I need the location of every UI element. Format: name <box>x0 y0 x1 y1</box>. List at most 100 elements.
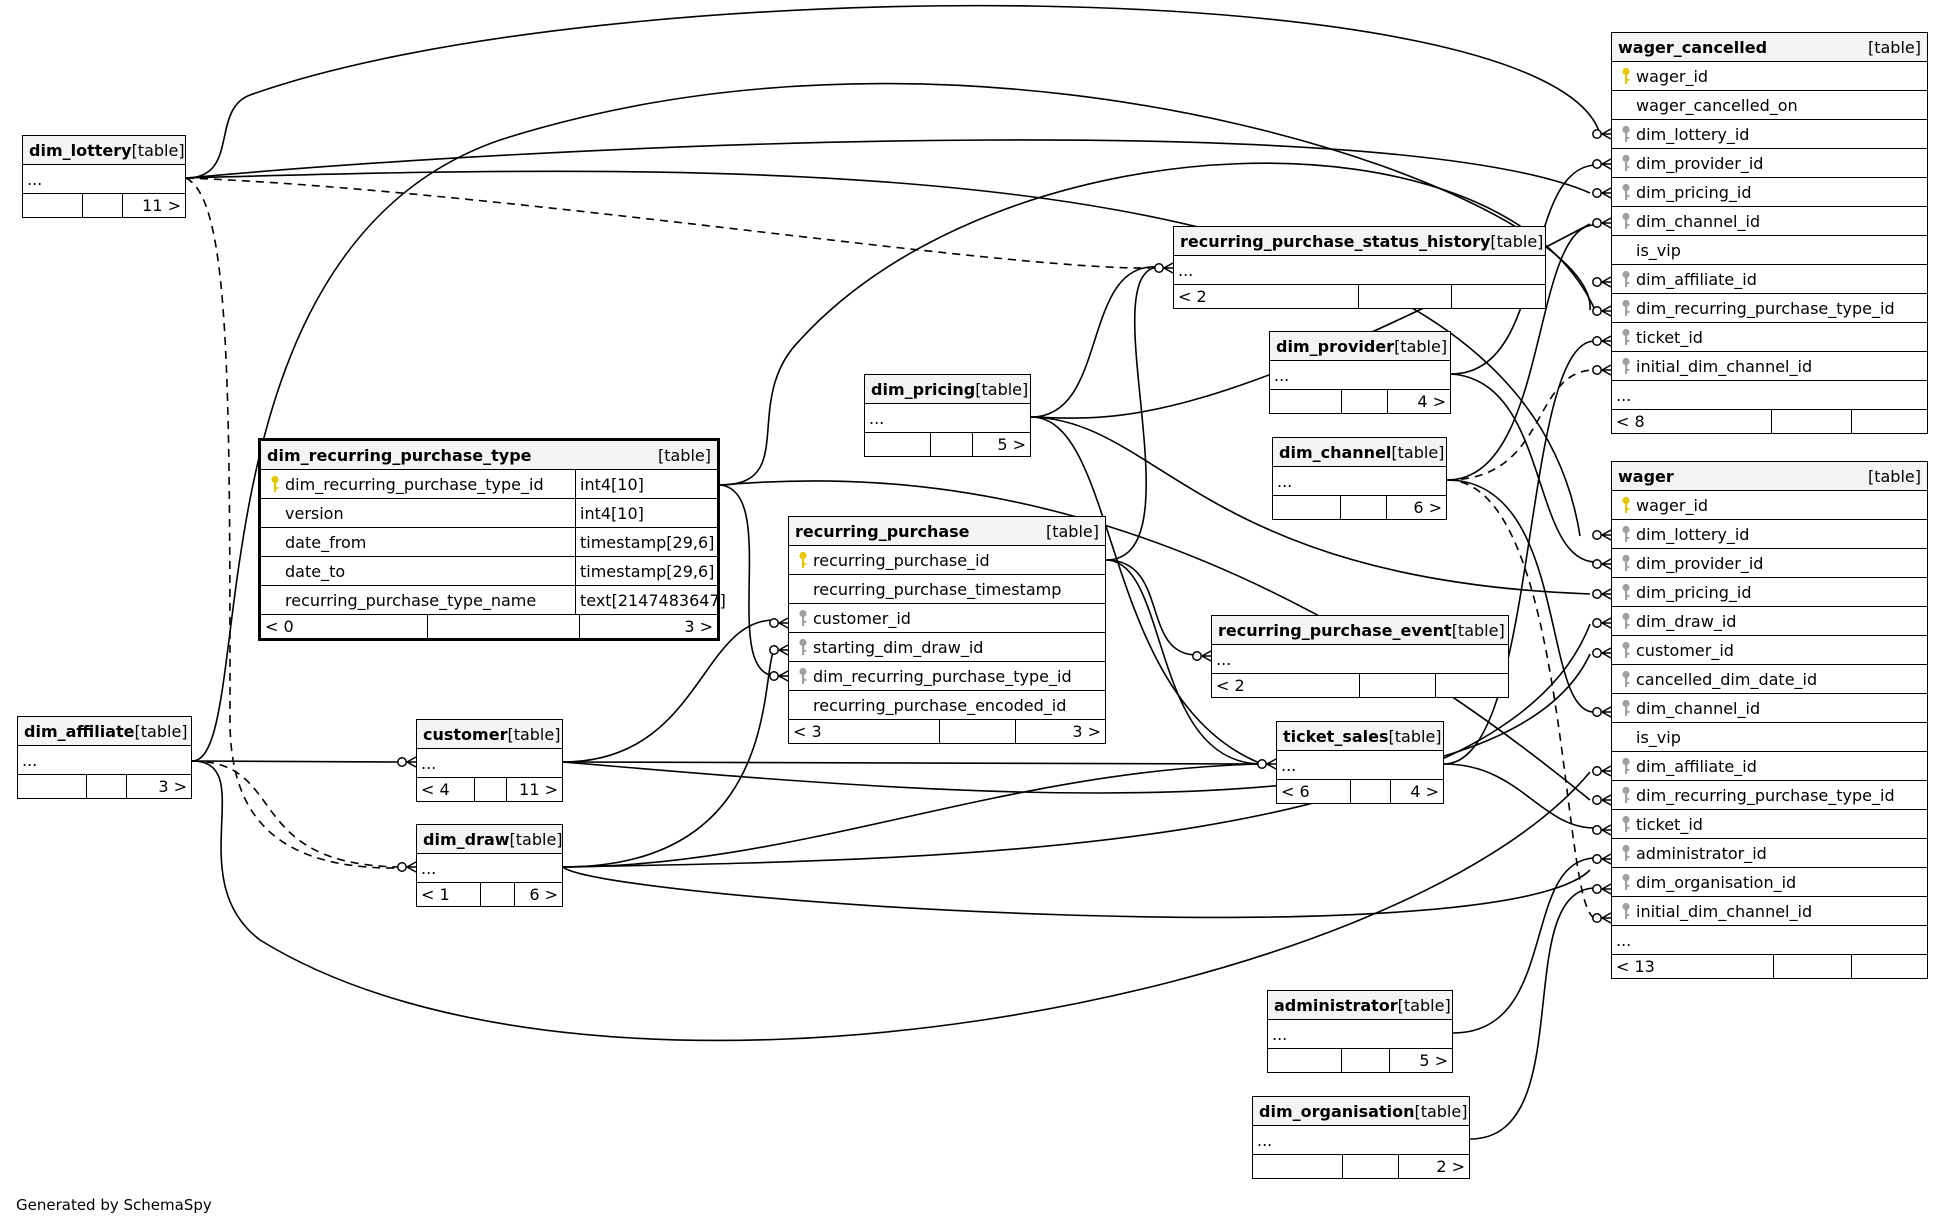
table-header[interactable]: dim_draw [table] <box>417 825 563 854</box>
table-dim-draw[interactable]: dim_draw [table] ... < 1 6 > <box>416 824 563 907</box>
column-row[interactable]: dim_recurring_purchase_type_id <box>789 662 1105 691</box>
column-row[interactable]: date_to timestamp[29,6] <box>261 557 717 586</box>
column-row[interactable]: initial_dim_channel_id <box>1612 897 1927 926</box>
parents-count[interactable]: < 3 <box>789 720 940 743</box>
column-row[interactable]: ... <box>1174 256 1545 285</box>
column-row[interactable]: ... <box>1277 751 1443 780</box>
table-header[interactable]: recurring_purchase [table] <box>789 517 1105 546</box>
column-row[interactable]: dim_recurring_purchase_type_id <box>1612 294 1927 323</box>
parents-count[interactable]: < 4 <box>417 778 475 801</box>
column-row[interactable]: customer_id <box>789 604 1105 633</box>
parents-count[interactable]: < 13 <box>1612 955 1774 978</box>
column-row[interactable]: dim_lottery_id <box>1612 520 1927 549</box>
children-count[interactable]: 5 > <box>1419 1051 1448 1070</box>
table-dim-lottery[interactable]: dim_lottery [table] ... 11 > <box>22 135 186 218</box>
table-header[interactable]: dim_organisation [table] <box>1253 1097 1469 1126</box>
column-row[interactable]: ticket_id <box>1612 323 1927 352</box>
table-customer[interactable]: customer [table] ... < 4 11 > <box>416 719 563 802</box>
parents-count[interactable] <box>1253 1155 1343 1178</box>
children-count[interactable] <box>1452 285 1545 308</box>
children-count[interactable] <box>1852 410 1927 433</box>
parents-count[interactable] <box>865 433 931 456</box>
parents-count[interactable]: < 1 <box>417 883 481 906</box>
table-wager[interactable]: wager [table] wager_id dim_lottery_id di <box>1611 461 1928 979</box>
children-count[interactable]: 3 > <box>158 777 187 796</box>
parents-count[interactable]: < 2 <box>1174 285 1359 308</box>
column-row[interactable]: version int4[10] <box>261 499 717 528</box>
column-row[interactable]: ... <box>1612 926 1927 955</box>
parents-count[interactable]: < 6 <box>1277 780 1351 803</box>
children-count[interactable]: 6 > <box>529 885 558 904</box>
column-row[interactable]: ... <box>1253 1126 1469 1155</box>
column-row[interactable]: ... <box>1270 361 1450 390</box>
table-recurring-purchase-status-history[interactable]: recurring_purchase_status_history [table… <box>1173 226 1546 309</box>
parents-count[interactable]: < 8 <box>1612 410 1772 433</box>
column-row[interactable]: is_vip <box>1612 236 1927 265</box>
table-header[interactable]: dim_channel [table] <box>1273 438 1446 467</box>
column-row[interactable]: date_from timestamp[29,6] <box>261 528 717 557</box>
table-header[interactable]: dim_pricing [table] <box>865 375 1030 404</box>
table-recurring-purchase-event[interactable]: recurring_purchase_event [table] ... < 2 <box>1211 615 1509 698</box>
table-header[interactable]: dim_affiliate [table] <box>18 717 191 746</box>
children-count[interactable]: 4 > <box>1410 782 1439 801</box>
column-row[interactable]: recurring_purchase_id <box>789 546 1105 575</box>
column-row[interactable]: ... <box>865 404 1030 433</box>
table-header[interactable]: recurring_purchase_status_history [table… <box>1174 227 1545 256</box>
parents-count[interactable] <box>1268 1049 1342 1072</box>
children-count[interactable]: 4 > <box>1417 392 1446 411</box>
column-row[interactable]: starting_dim_draw_id <box>789 633 1105 662</box>
table-wager-cancelled[interactable]: wager_cancelled [table] wager_id wager_c… <box>1611 32 1928 434</box>
parents-count[interactable] <box>23 194 83 217</box>
column-row[interactable]: ... <box>23 165 185 194</box>
table-dim-recurring-purchase-type[interactable]: dim_recurring_purchase_type [table] dim_… <box>258 438 726 641</box>
parents-count[interactable]: < 2 <box>1212 674 1360 697</box>
column-row[interactable]: cancelled_dim_date_id <box>1612 665 1927 694</box>
column-row[interactable]: recurring_purchase_timestamp <box>789 575 1105 604</box>
column-row[interactable]: dim_affiliate_id <box>1612 265 1927 294</box>
table-header[interactable]: dim_provider [table] <box>1270 332 1450 361</box>
column-row[interactable]: wager_cancelled_on <box>1612 91 1927 120</box>
parents-count[interactable] <box>1273 496 1341 519</box>
column-row[interactable]: dim_recurring_purchase_type_id <box>1612 781 1927 810</box>
children-count[interactable]: 3 > <box>1072 722 1101 741</box>
parents-count[interactable] <box>18 775 87 798</box>
children-count[interactable]: 3 > <box>684 617 713 636</box>
column-row[interactable]: ... <box>1268 1020 1452 1049</box>
children-count[interactable]: 2 > <box>1436 1157 1465 1176</box>
column-row[interactable]: dim_pricing_id <box>1612 578 1927 607</box>
column-row[interactable]: dim_pricing_id <box>1612 178 1927 207</box>
column-row[interactable]: wager_id <box>1612 62 1927 91</box>
column-row[interactable]: dim_organisation_id <box>1612 868 1927 897</box>
table-dim-affiliate[interactable]: dim_affiliate [table] ... 3 > <box>17 716 192 799</box>
column-row[interactable]: dim_channel_id <box>1612 207 1927 236</box>
column-row[interactable]: recurring_purchase_encoded_id <box>789 691 1105 720</box>
parents-count[interactable] <box>1270 390 1342 413</box>
table-ticket-sales[interactable]: ticket_sales [table] ... < 6 4 > <box>1276 721 1444 804</box>
parents-count[interactable]: < 0 <box>261 615 428 638</box>
children-count[interactable]: 5 > <box>997 435 1026 454</box>
column-row[interactable]: dim_draw_id <box>1612 607 1927 636</box>
children-count[interactable] <box>1852 955 1927 978</box>
column-row[interactable]: ticket_id <box>1612 810 1927 839</box>
column-row[interactable]: recurring_purchase_type_name text[214748… <box>261 586 726 615</box>
column-row[interactable]: ... <box>417 854 562 883</box>
column-row[interactable]: administrator_id <box>1612 839 1927 868</box>
table-header[interactable]: recurring_purchase_event [table] <box>1212 616 1508 645</box>
table-header[interactable]: administrator [table] <box>1268 991 1452 1020</box>
column-row[interactable]: dim_channel_id <box>1612 694 1927 723</box>
table-dim-provider[interactable]: dim_provider [table] ... 4 > <box>1269 331 1451 414</box>
table-header[interactable]: dim_lottery [table] <box>23 136 185 165</box>
table-header[interactable]: customer [table] <box>417 720 562 749</box>
table-header[interactable]: ticket_sales [table] <box>1277 722 1443 751</box>
column-row[interactable]: ... <box>417 749 562 778</box>
column-row[interactable]: is_vip <box>1612 723 1927 752</box>
table-administrator[interactable]: administrator [table] ... 5 > <box>1267 990 1453 1073</box>
column-row[interactable]: dim_affiliate_id <box>1612 752 1927 781</box>
column-row[interactable]: dim_provider_id <box>1612 149 1927 178</box>
children-count[interactable]: 6 > <box>1413 498 1442 517</box>
table-dim-organisation[interactable]: dim_organisation [table] ... 2 > <box>1252 1096 1470 1179</box>
column-row[interactable]: wager_id <box>1612 491 1927 520</box>
children-count[interactable]: 11 > <box>519 780 558 799</box>
children-count[interactable] <box>1436 674 1508 697</box>
table-header[interactable]: wager [table] <box>1612 462 1927 491</box>
